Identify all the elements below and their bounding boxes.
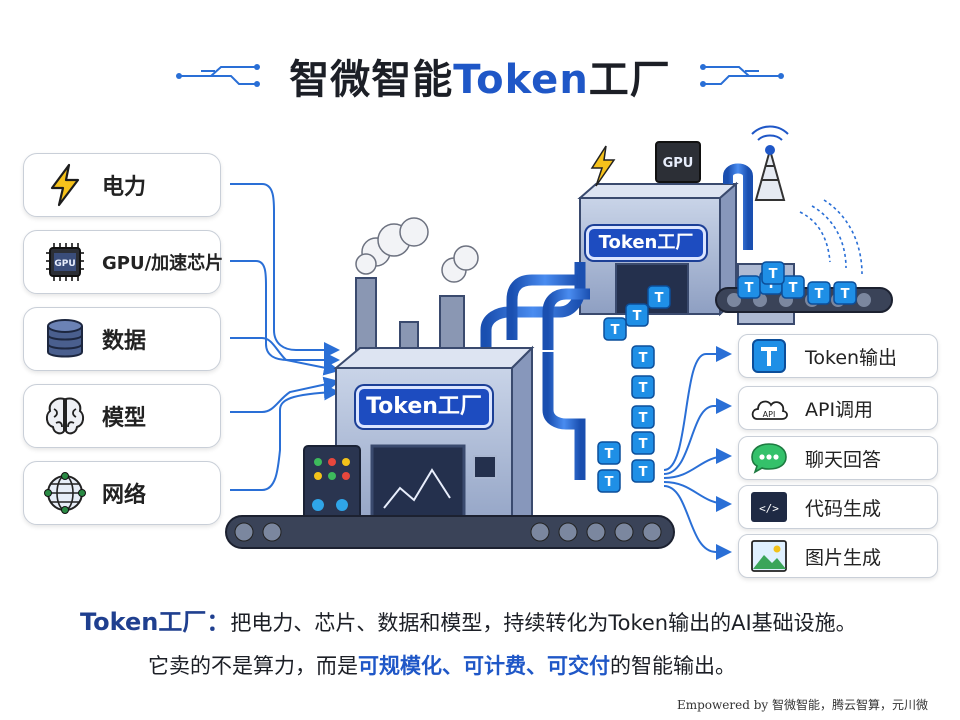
token-cube [631,375,655,399]
main-factory-label: Token工厂 [356,386,492,428]
output-label: 代码生成 [805,497,882,520]
output-label: 图片生成 [805,546,882,569]
page-title: 智微智能Token工厂 [289,57,671,103]
token-icon [752,339,786,373]
token-cube [597,441,621,465]
image-icon [751,540,787,572]
caption-text: 它卖的不是算力，而是 [148,654,358,678]
output-label: Token输出 [805,346,898,369]
token-cube [597,469,621,493]
output-label: 聊天回答 [805,448,882,471]
caption-key: Token工厂： [80,608,231,636]
input-label: GPU/加速芯片 [102,253,224,274]
svg-text:GPU: GPU [54,259,75,269]
circuit-decoration-left-icon [176,64,260,87]
token-glyph: T [767,277,776,292]
circuit-decoration-right-icon [700,64,784,87]
token-cube [781,275,805,299]
token-cube [807,281,831,305]
svg-text:GPU: GPU [663,156,694,171]
token-glyph: T [639,465,648,480]
token-glyph: T [639,411,648,426]
input-label: 模型 [102,406,147,431]
token-cube [603,317,627,341]
token-cube [631,431,655,455]
token-glyph: T [639,351,648,366]
token-cube [833,281,857,305]
token-glyph: T [605,475,614,490]
caption-line-1: Token工厂：把电力、芯片、数据和模型，持续转化为Token输出的AI基础设施… [80,602,910,637]
output-card-api: API API调用 [738,386,938,430]
output-arrows [663,346,732,560]
code-icon: </> [751,492,787,522]
token-cube [631,405,655,429]
token-glyph: T [841,287,850,302]
token-cube [625,303,649,327]
main-factory [225,217,675,549]
brain-icon [45,397,85,435]
token-glyph: T [633,309,642,324]
token-cube [631,459,655,483]
token-glyph: T [769,267,778,282]
token-cube [761,261,785,285]
output-label: API调用 [805,398,874,421]
token-glyph: T [639,381,648,396]
input-label: 网络 [102,483,147,508]
token-glyph: T [789,281,798,296]
output-card-code: </> 代码生成 [738,485,938,529]
token-glyph: T [815,287,824,302]
title-bar: 智微智能Token工厂 [165,45,795,107]
gpu-chip-icon: GPU [46,243,84,281]
svg-text:API: API [763,410,776,419]
token-cube [737,275,761,299]
output-card-image: 图片生成 [738,534,938,578]
input-card-power: 电力 [23,153,221,217]
svg-text:</>: </> [759,502,779,515]
token-glyph: T [639,437,648,452]
token-glyph: T [611,323,620,338]
chat-bubble-icon [751,443,787,474]
input-card-network: 网络 [23,461,221,525]
database-icon [47,319,83,358]
caption-line-2: 它卖的不是算力，而是可规模化、可计费、可交付的智能输出。 [148,650,736,680]
input-card-model: 模型 [23,384,221,448]
caption-text: 的智能输出。 [610,654,736,678]
token-cube [631,345,655,369]
token-cube [647,285,671,309]
input-card-gpu: GPU GPU/加速芯片 [23,230,224,294]
token-cube [759,271,783,295]
api-cloud-icon: API [751,400,788,420]
lightning-icon [50,163,80,207]
caption-highlight: 可规模化、可计费、可交付 [358,654,610,678]
input-label: 电力 [102,175,147,200]
output-card-token: Token输出 [738,334,938,378]
token-glyph: T [605,447,614,462]
caption-body: 把电力、芯片、数据和模型，持续转化为Token输出的AI基础设施。 [230,611,857,635]
input-label: 数据 [102,329,147,354]
output-card-chat: 聊天回答 [738,436,938,480]
connecting-pipes [284,262,590,500]
input-arrows [230,183,340,491]
token-glyph: T [655,291,664,306]
globe-network-icon [44,472,86,514]
input-card-data: 数据 [23,307,221,371]
back-factory-label: Token工厂 [586,226,706,260]
token-glyph: T [745,281,754,296]
footer-credit: Empowered by 智微智能，腾云智算，元川微 [676,698,928,712]
